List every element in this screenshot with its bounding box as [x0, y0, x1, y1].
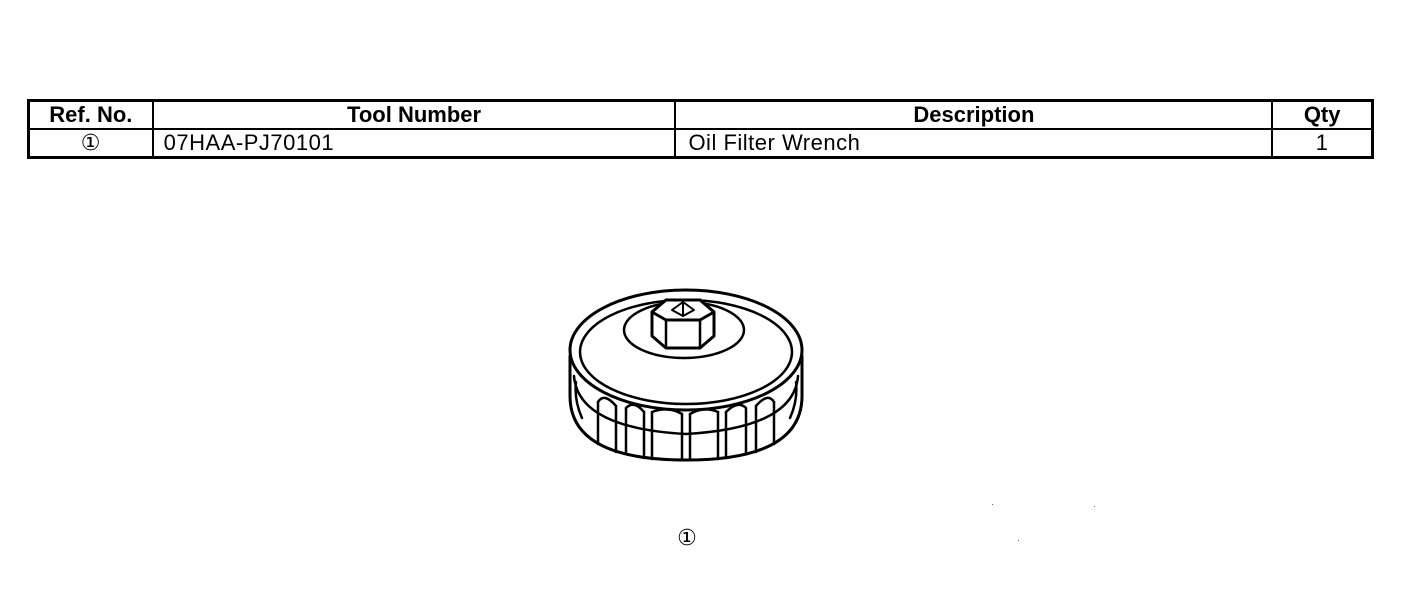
- table-row: ① 07HAA-PJ70101 Oil Filter Wrench 1: [27, 128, 1374, 159]
- header-description: Description: [674, 99, 1274, 130]
- special-tools-table: Ref. No. Tool Number Description Qty ① 0…: [27, 99, 1374, 159]
- cell-description: Oil Filter Wrench: [674, 128, 1274, 159]
- scan-speck: [1094, 506, 1095, 507]
- cell-ref-no: ①: [27, 128, 154, 159]
- oil-filter-wrench-illustration: [568, 288, 804, 462]
- cell-tool-number: 07HAA-PJ70101: [151, 128, 677, 159]
- header-tool-number: Tool Number: [151, 99, 677, 130]
- part-callout-1: ①: [677, 525, 697, 550]
- scan-speck: [1018, 540, 1019, 541]
- cell-qty: 1: [1271, 128, 1374, 159]
- scan-speck: [992, 504, 993, 505]
- header-qty: Qty: [1271, 99, 1374, 130]
- table-header-row: Ref. No. Tool Number Description Qty: [27, 99, 1374, 130]
- header-ref-no: Ref. No.: [27, 99, 154, 130]
